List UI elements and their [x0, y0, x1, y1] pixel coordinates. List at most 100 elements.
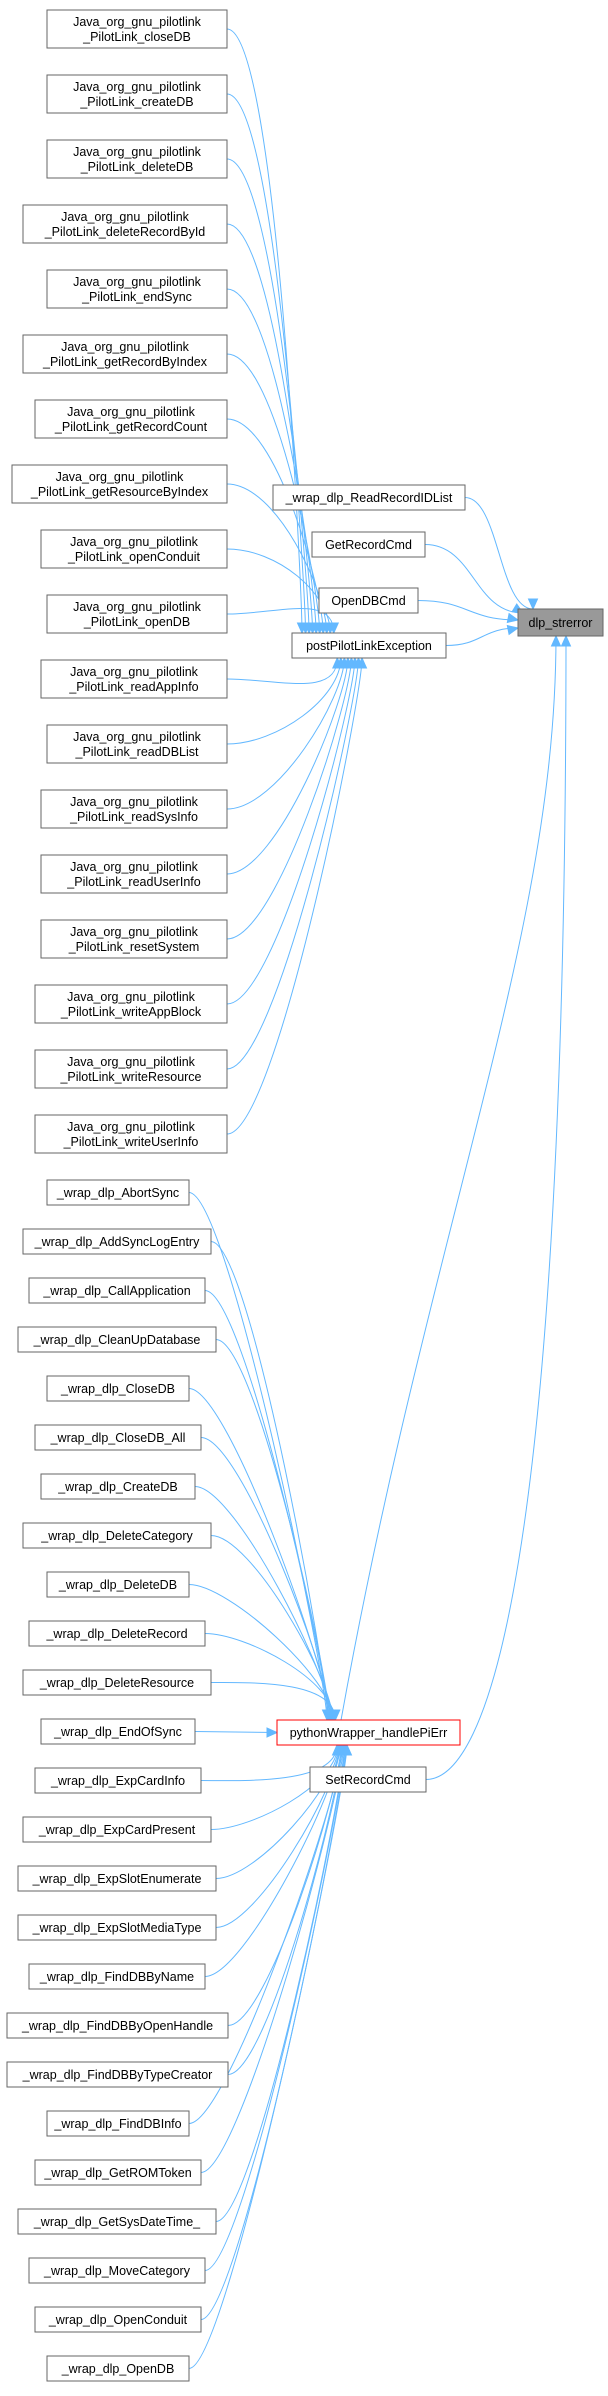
node-wrap-dlp-movecategory[interactable]: _wrap_dlp_MoveCategory — [28, 2257, 206, 2284]
node-wrap-dlp-cleanupdatabase[interactable]: _wrap_dlp_CleanUpDatabase — [17, 1326, 217, 1353]
node-label: Java_org_gnu_pilotlink — [73, 730, 202, 744]
node-box — [34, 1049, 228, 1089]
node-label: Java_org_gnu_pilotlink — [73, 80, 202, 94]
edge-java-to-post — [226, 657, 356, 1005]
node-wrap-dlp-finddbbytypecreator[interactable]: _wrap_dlp_FindDBByTypeCreator — [6, 2061, 229, 2088]
node-box — [34, 399, 228, 439]
node-box — [34, 2159, 202, 2186]
node-box — [34, 2306, 202, 2333]
node-box — [34, 1424, 202, 1451]
node-label: _wrap_dlp_AbortSync — [56, 1186, 179, 1200]
node-box — [17, 1865, 217, 1892]
node-label: Java_org_gnu_pilotlink — [73, 275, 202, 289]
node-wrap-dlp-endofsync[interactable]: _wrap_dlp_EndOfSync — [40, 1718, 196, 1745]
edge-wrap-to-handler — [227, 1744, 343, 2075]
node-java-org-gnu-pilotlink-pilotlink-getresourcebyindex[interactable]: Java_org_gnu_pilotlink_PilotLink_getReso… — [11, 464, 228, 504]
node-opendbcmd[interactable]: OpenDBCmd — [318, 587, 419, 614]
edge-java-to-post — [226, 158, 310, 634]
node-label: _wrap_dlp_OpenConduit — [48, 2313, 188, 2327]
node-wrap-dlp-getromtoken[interactable]: _wrap_dlp_GetROMToken — [34, 2159, 202, 2186]
node-label: _wrap_dlp_ExpSlotEnumerate — [32, 1872, 202, 1886]
node-java-org-gnu-pilotlink-pilotlink-writeappblock[interactable]: Java_org_gnu_pilotlink_PilotLink_writeAp… — [34, 984, 228, 1024]
edge-wrap-to-handler — [188, 1192, 328, 1721]
node-java-org-gnu-pilotlink-pilotlink-resetsystem[interactable]: Java_org_gnu_pilotlink_PilotLink_resetSy… — [40, 919, 228, 959]
node-label: _wrap_dlp_ExpCardInfo — [50, 1774, 185, 1788]
node-label: Java_org_gnu_pilotlink — [67, 990, 196, 1004]
edge-wrap-to-handler — [200, 1744, 338, 1782]
node-label: _wrap_dlp_EndOfSync — [53, 1725, 182, 1739]
node-box — [22, 1522, 212, 1549]
node-label: _wrap_dlp_ReadRecordIDList — [285, 491, 453, 505]
edge-opendb-to-root — [417, 600, 519, 621]
node-label: Java_org_gnu_pilotlink — [73, 145, 202, 159]
node-wrap-dlp-openconduit[interactable]: _wrap_dlp_OpenConduit — [34, 2306, 202, 2333]
node-java-org-gnu-pilotlink-pilotlink-readappinfo[interactable]: Java_org_gnu_pilotlink_PilotLink_readApp… — [40, 659, 228, 699]
node-label: _PilotLink_getResourceByIndex — [30, 485, 209, 499]
node-wrap-dlp-callapplication[interactable]: _wrap_dlp_CallApplication — [28, 1277, 206, 1304]
node-label: _PilotLink_deleteRecordById — [44, 225, 206, 239]
node-postpilotlinkexception[interactable]: postPilotLinkException — [291, 632, 447, 659]
node-wrap-dlp-expslotenumerate[interactable]: _wrap_dlp_ExpSlotEnumerate — [17, 1865, 217, 1892]
node-wrap-dlp-closedb[interactable]: _wrap_dlp_CloseDB — [46, 1375, 190, 1402]
node-wrap-dlp-getsysdatetime[interactable]: _wrap_dlp_GetSysDateTime_ — [17, 2208, 217, 2235]
node-dlp-strerror[interactable]: dlp_strerror — [517, 608, 604, 637]
node-wrap-dlp-abortsync[interactable]: _wrap_dlp_AbortSync — [46, 1179, 190, 1206]
node-wrap-dlp-addsynclogentry[interactable]: _wrap_dlp_AddSyncLogEntry — [22, 1228, 212, 1255]
edge-java-to-post — [226, 657, 352, 940]
node-wrap-dlp-deleteresource[interactable]: _wrap_dlp_DeleteResource — [22, 1669, 212, 1696]
node-java-org-gnu-pilotlink-pilotlink-readsysinfo[interactable]: Java_org_gnu_pilotlink_PilotLink_readSys… — [40, 789, 228, 829]
node-wrap-dlp-deletedb[interactable]: _wrap_dlp_DeleteDB — [46, 1571, 190, 1598]
node-java-org-gnu-pilotlink-pilotlink-deleterecordbyid[interactable]: Java_org_gnu_pilotlink_PilotLink_deleteR… — [22, 204, 228, 244]
node-box — [40, 1718, 196, 1745]
node-wrap-dlp-expslotmediatype[interactable]: _wrap_dlp_ExpSlotMediaType — [17, 1914, 217, 1941]
node-java-org-gnu-pilotlink-pilotlink-getrecordbyindex[interactable]: Java_org_gnu_pilotlink_PilotLink_getReco… — [22, 334, 228, 374]
node-label: Java_org_gnu_pilotlink — [70, 535, 199, 549]
arrowhead — [506, 624, 520, 636]
node-box — [6, 2061, 229, 2088]
node-wrap-dlp-opendb[interactable]: _wrap_dlp_OpenDB — [46, 2355, 190, 2382]
node-java-org-gnu-pilotlink-pilotlink-getrecordcount[interactable]: Java_org_gnu_pilotlink_PilotLink_getReco… — [34, 399, 228, 439]
arrowhead — [341, 1743, 353, 1756]
node-wrap-dlp-finddbbyopenhandle[interactable]: _wrap_dlp_FindDBByOpenHandle — [6, 2012, 229, 2039]
edge-handler-to-root — [340, 635, 557, 1721]
edge-java-to-post — [226, 353, 321, 634]
node-label: _wrap_dlp_GetROMToken — [43, 2166, 191, 2180]
edge-java-to-post — [226, 657, 342, 745]
node-wrap-dlp-finddbbyname[interactable]: _wrap_dlp_FindDBByName — [28, 1963, 206, 1990]
node-setrecordcmd[interactable]: SetRecordCmd — [309, 1766, 427, 1793]
node-wrap-dlp-closedb-all[interactable]: _wrap_dlp_CloseDB_All — [34, 1424, 202, 1451]
node-java-org-gnu-pilotlink-pilotlink-writeuserinfo[interactable]: Java_org_gnu_pilotlink_PilotLink_writeUs… — [34, 1114, 228, 1154]
node-wrap-dlp-createdb[interactable]: _wrap_dlp_CreateDB — [40, 1473, 196, 1500]
node-label: _PilotLink_openDB — [83, 615, 190, 629]
edge-java-to-post — [226, 418, 324, 634]
node-label: _wrap_dlp_DeleteResource — [39, 1676, 194, 1690]
node-java-org-gnu-pilotlink-pilotlink-opendb[interactable]: Java_org_gnu_pilotlink_PilotLink_openDB — [46, 594, 228, 634]
node-java-org-gnu-pilotlink-pilotlink-readuserinfo[interactable]: Java_org_gnu_pilotlink_PilotLink_readUse… — [40, 854, 228, 894]
node-label: _wrap_dlp_CreateDB — [57, 1480, 178, 1494]
node-label: Java_org_gnu_pilotlink — [67, 1055, 196, 1069]
edge-wrap-to-handler — [200, 1437, 332, 1721]
node-pythonwrapper-handlepierr[interactable]: pythonWrapper_handlePiErr — [276, 1719, 461, 1746]
node-box — [276, 1719, 461, 1746]
node-box — [46, 2355, 190, 2382]
node-wrap-dlp-deletecategory[interactable]: _wrap_dlp_DeleteCategory — [22, 1522, 212, 1549]
node-java-org-gnu-pilotlink-pilotlink-openconduit[interactable]: Java_org_gnu_pilotlink_PilotLink_openCon… — [40, 529, 228, 569]
node-wrap-dlp-expcardinfo[interactable]: _wrap_dlp_ExpCardInfo — [34, 1767, 202, 1794]
node-wrap-dlp-deleterecord[interactable]: _wrap_dlp_DeleteRecord — [28, 1620, 206, 1647]
node-box — [46, 1179, 190, 1206]
node-label: _wrap_dlp_CallApplication — [42, 1284, 190, 1298]
edge-java-to-post — [226, 93, 307, 634]
node-label: GetRecordCmd — [325, 538, 412, 552]
node-wrap-dlp-readrecordidlist[interactable]: _wrap_dlp_ReadRecordIDList — [272, 484, 466, 511]
node-box — [309, 1766, 427, 1793]
node-java-org-gnu-pilotlink-pilotlink-closedb[interactable]: Java_org_gnu_pilotlink_PilotLink_closeDB — [46, 9, 228, 49]
node-java-org-gnu-pilotlink-pilotlink-readdblist[interactable]: Java_org_gnu_pilotlink_PilotLink_readDBL… — [46, 724, 228, 764]
node-getrecordcmd[interactable]: GetRecordCmd — [311, 531, 426, 558]
node-wrap-dlp-expcardpresent[interactable]: _wrap_dlp_ExpCardPresent — [22, 1816, 212, 1843]
node-java-org-gnu-pilotlink-pilotlink-deletedb[interactable]: Java_org_gnu_pilotlink_PilotLink_deleteD… — [46, 139, 228, 179]
node-java-org-gnu-pilotlink-pilotlink-endsync[interactable]: Java_org_gnu_pilotlink_PilotLink_endSync — [46, 269, 228, 309]
node-java-org-gnu-pilotlink-pilotlink-createdb[interactable]: Java_org_gnu_pilotlink_PilotLink_createD… — [46, 74, 228, 114]
node-java-org-gnu-pilotlink-pilotlink-writeresource[interactable]: Java_org_gnu_pilotlink_PilotLink_writeRe… — [34, 1049, 228, 1089]
node-box — [40, 529, 228, 569]
node-wrap-dlp-finddbinfo[interactable]: _wrap_dlp_FindDBInfo — [46, 2110, 190, 2137]
